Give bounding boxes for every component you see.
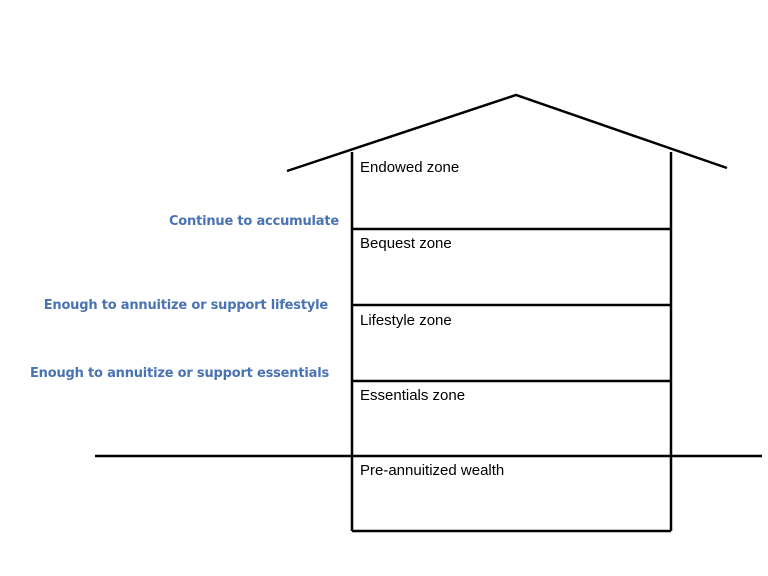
threshold-label-essentials: Enough to annuitize or support essential… [29,366,329,381]
roof-line [286,93,728,173]
zone-label-essentials: Essentials zone [360,387,466,404]
zone-label-bequest: Bequest zone [360,235,452,252]
threshold-label-lifestyle: Enough to annuitize or support lifestyle [43,298,328,313]
zone-label-endowed: Endowed zone [360,159,460,176]
threshold-label-accumulate: Continue to accumulate [168,214,339,229]
zone-label-pre-annuitized: Pre-annuitized wealth [360,462,505,479]
zone-label-lifestyle: Lifestyle zone [360,312,452,329]
